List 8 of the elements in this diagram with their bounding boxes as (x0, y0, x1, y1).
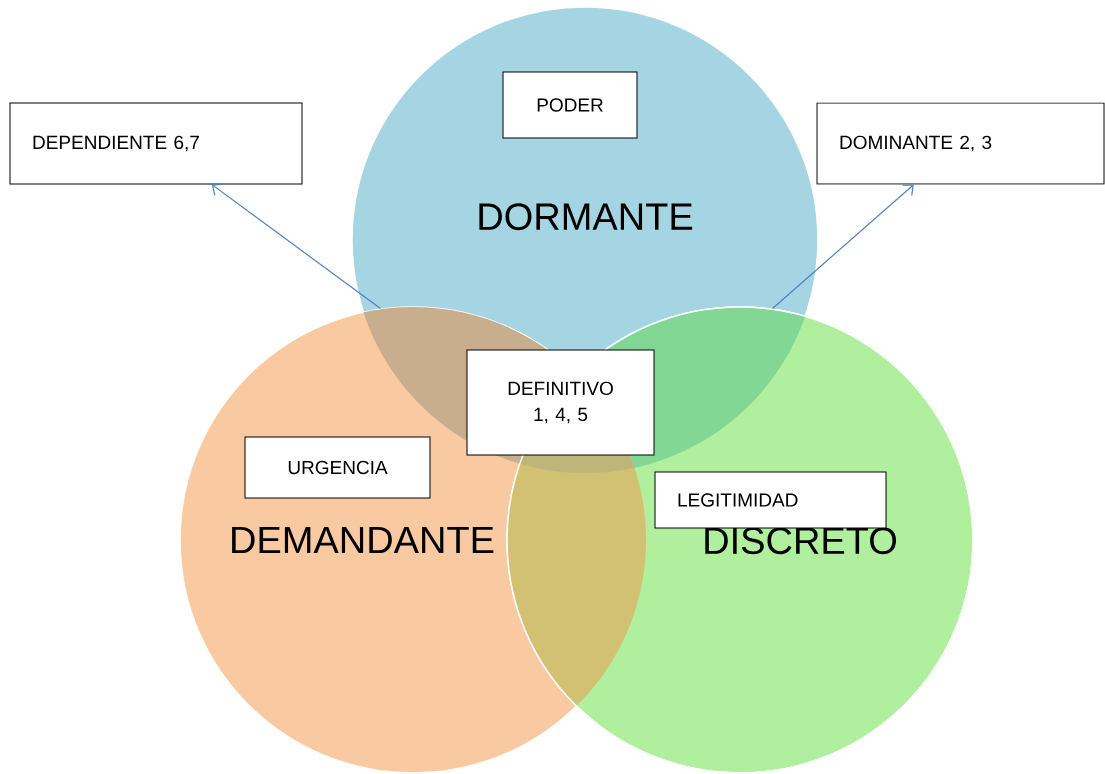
label-box: URGENCIA (244, 436, 431, 499)
label-box: DEFINITIVO 1, 4, 5 (466, 349, 655, 456)
label-box: DOMINANTE 2, 3 (816, 102, 1105, 185)
label-box: DEPENDIENTE 6,7 (9, 102, 303, 185)
arrow (211, 183, 382, 310)
label-box: LEGITIMIDAD (654, 471, 887, 529)
arrow (771, 184, 914, 310)
label-box: PODER (502, 71, 638, 139)
